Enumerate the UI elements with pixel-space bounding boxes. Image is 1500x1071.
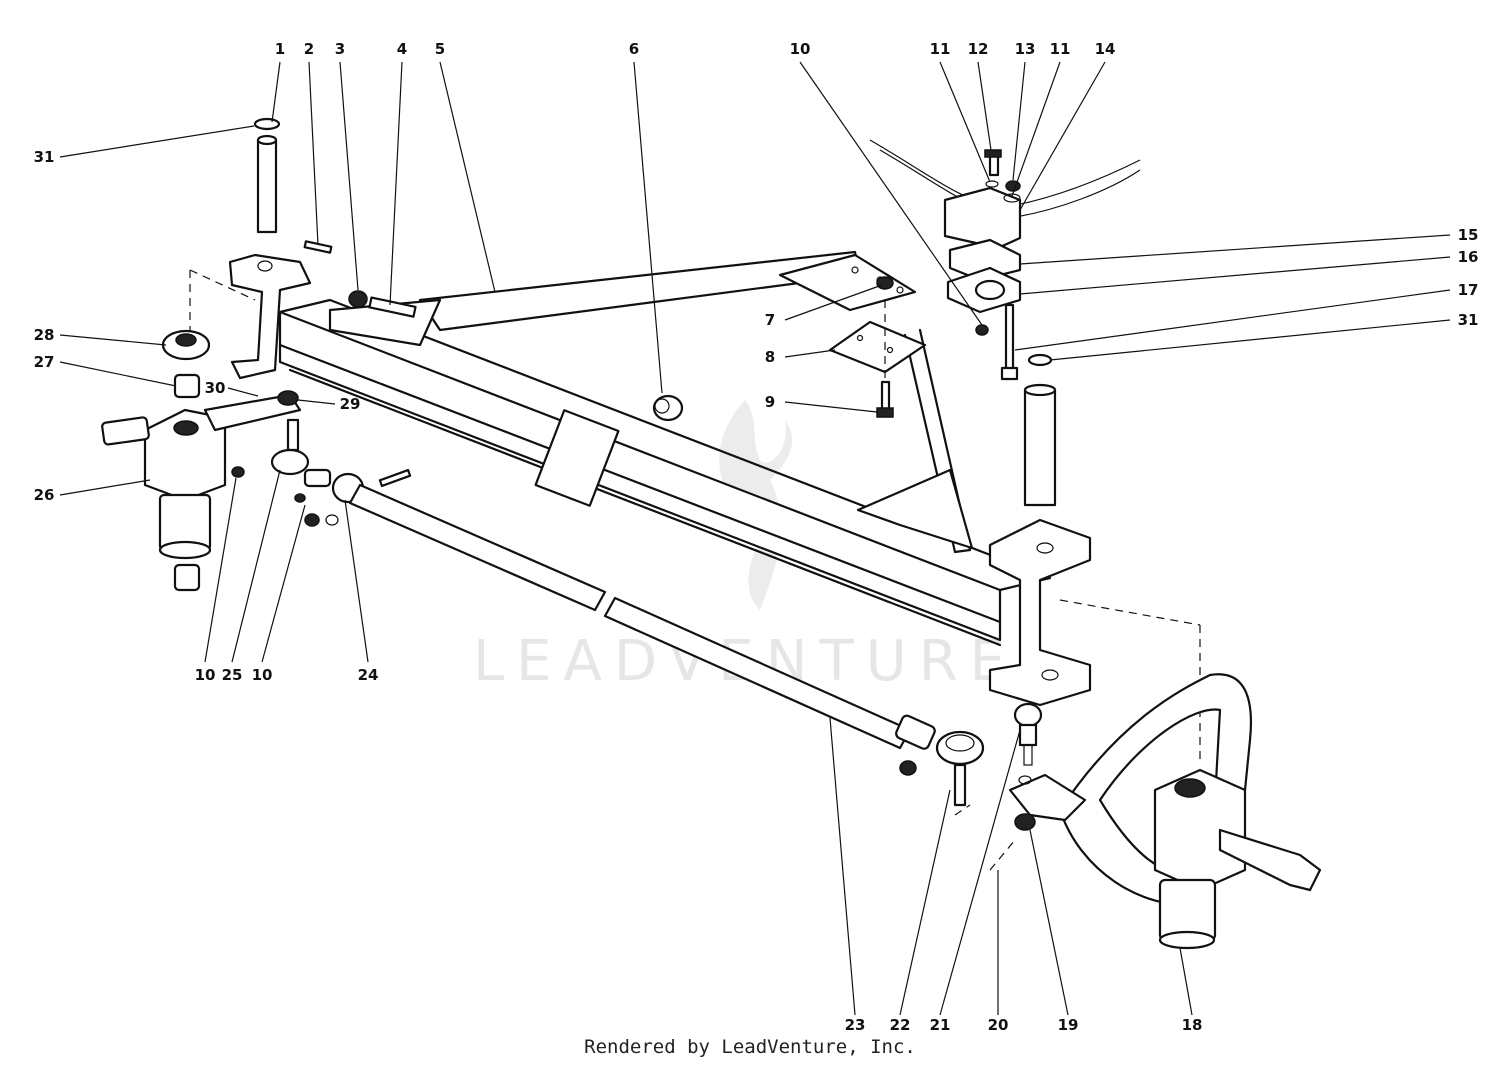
part-label: 21 — [930, 1016, 951, 1034]
part-label: 10 — [790, 40, 811, 58]
part-label: 12 — [968, 40, 989, 58]
part-label: 5 — [435, 40, 445, 58]
part-labels: 1 2 3 4 5 6 7 8 9 10 10 10 11 12 13 11 1… — [34, 40, 1479, 1034]
right-spindle-assembly — [954, 673, 1322, 950]
tie-rod — [348, 483, 985, 807]
right-bracket — [988, 353, 1201, 760]
part-label: 28 — [34, 326, 55, 344]
part-label: 11 — [930, 40, 951, 58]
spacer — [652, 394, 684, 422]
axle-beam — [278, 298, 1052, 647]
part-label: 17 — [1458, 281, 1479, 299]
part-label: 18 — [1182, 1016, 1203, 1034]
part-label: 14 — [1095, 40, 1116, 58]
part-label: 26 — [34, 486, 55, 504]
part-label: 10 — [252, 666, 273, 684]
a-frame-brace — [328, 250, 974, 554]
part-label: 11 — [1050, 40, 1071, 58]
part-label: 16 — [1458, 248, 1479, 266]
part-label: 27 — [34, 353, 55, 371]
part-label: 31 — [1458, 311, 1479, 329]
part-label: 25 — [222, 666, 243, 684]
part-label: 9 — [765, 393, 775, 411]
part-label: 20 — [988, 1016, 1009, 1034]
left-spindle-assembly — [101, 329, 302, 592]
part-label: 15 — [1458, 226, 1479, 244]
leader-lines — [59, 61, 1451, 1016]
left-bracket — [189, 117, 312, 380]
upper-pivot — [869, 139, 1141, 381]
part-label: 4 — [397, 40, 407, 58]
bolt-and-nut — [303, 240, 417, 318]
part-label: 1 — [275, 40, 285, 58]
plate-and-bolt — [828, 276, 927, 418]
part-label: 6 — [629, 40, 639, 58]
part-label: 23 — [845, 1016, 866, 1034]
part-label: 22 — [890, 1016, 911, 1034]
part-label: 13 — [1015, 40, 1036, 58]
part-label: 10 — [195, 666, 216, 684]
part-label: 29 — [340, 395, 361, 413]
part-label: 3 — [335, 40, 345, 58]
part-label: 2 — [304, 40, 314, 58]
part-label: 7 — [765, 311, 775, 329]
part-label: 30 — [205, 379, 226, 397]
part-label: 8 — [765, 348, 775, 366]
part-label: 31 — [34, 148, 55, 166]
footer-credit: Rendered by LeadVenture, Inc. — [584, 1036, 916, 1058]
part-label: 19 — [1058, 1016, 1079, 1034]
part-label: 24 — [358, 666, 379, 684]
